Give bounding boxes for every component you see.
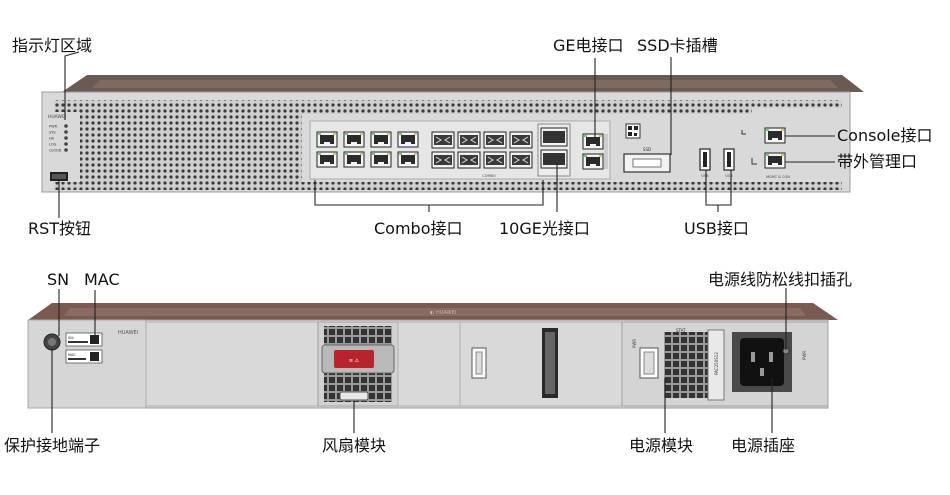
label-usb-port: USB接口	[684, 219, 749, 238]
mgmt-text: MGMT & CON	[766, 175, 790, 179]
label-oob-port: 带外管理口	[837, 152, 918, 171]
front-brand: HUAWEI	[48, 114, 66, 120]
mac-sticker-text: MAC	[68, 353, 76, 357]
indicator-leds: PWR SYS HA LOG CLOUD	[49, 124, 68, 153]
mgmt-ports	[764, 127, 786, 169]
rear-top-logo: ◐ HUAWEI	[430, 310, 456, 316]
psu-model: PAC250S12	[714, 352, 719, 375]
pwr-text: PWR	[632, 339, 637, 348]
label-tengig-port: 10GE光接口	[499, 219, 590, 238]
combo-sfp-ports	[431, 131, 533, 169]
rear-brand: HUAWEI	[118, 330, 138, 336]
psu-fan-grill	[664, 332, 708, 398]
label-ground-terminal: 保护接地端子	[4, 436, 101, 455]
leader-usb	[705, 170, 732, 212]
usb-text-2: USB	[725, 174, 733, 178]
label-fan-module: 风扇模块	[322, 436, 387, 455]
svg-text:≡ ⚠: ≡ ⚠	[349, 358, 360, 364]
label-power-cord-hole: 电源线防松线扣插孔	[708, 270, 853, 289]
led-label-cloud: CLOUD	[49, 149, 62, 153]
ssd-text: SSD	[643, 147, 651, 152]
label-indicator-area: 指示灯区域	[12, 36, 93, 55]
label-mac: MAC	[84, 270, 120, 289]
led-label-pwr: PWR	[49, 125, 58, 129]
combo-text: COMBO	[482, 174, 496, 178]
label-ge-port: GE电接口	[553, 36, 624, 55]
led-sys	[64, 130, 68, 134]
combo-rj45-ports	[316, 131, 419, 168]
fan-handle[interactable]	[339, 391, 369, 401]
rear-panel: ◐ HUAWEI SN: MAC HUAWEI ≡ ⚠	[27, 303, 838, 409]
led-label-sys: SYS	[49, 131, 56, 135]
led-cloud	[64, 148, 68, 152]
ge-ports	[582, 133, 608, 170]
sn-sticker-text: SN:	[68, 336, 74, 340]
fan-latch[interactable]	[334, 350, 374, 368]
led-label-ha: HA	[49, 137, 55, 141]
label-combo-port: Combo接口	[374, 219, 463, 238]
leader-indicator	[64, 51, 80, 120]
led-ha	[64, 136, 68, 140]
power-socket[interactable]	[740, 338, 784, 386]
label-psu-module: 电源模块	[629, 436, 694, 455]
label-console-port: Console接口	[837, 126, 933, 145]
stat-text: STAT	[676, 328, 686, 333]
label-rst-button: RST按钮	[28, 219, 92, 238]
pwr2-text: PWR	[802, 351, 807, 360]
label-sn: SN	[47, 270, 70, 289]
led-pwr	[64, 124, 68, 128]
front-panel: HUAWEI PWR SYS HA LOG CLOUD COMBO SSD USB US…	[41, 75, 864, 193]
front-vent-left	[80, 100, 302, 186]
label-power-socket: 电源插座	[731, 436, 796, 455]
leader-combo	[314, 180, 544, 212]
tengig-ports	[537, 123, 571, 177]
label-ssd-slot: SSD卡插槽	[637, 36, 718, 55]
leader-lines	[51, 51, 835, 433]
usb-text-1: USB	[701, 174, 709, 178]
led-label-log: LOG	[49, 143, 57, 147]
led-log	[64, 142, 68, 146]
